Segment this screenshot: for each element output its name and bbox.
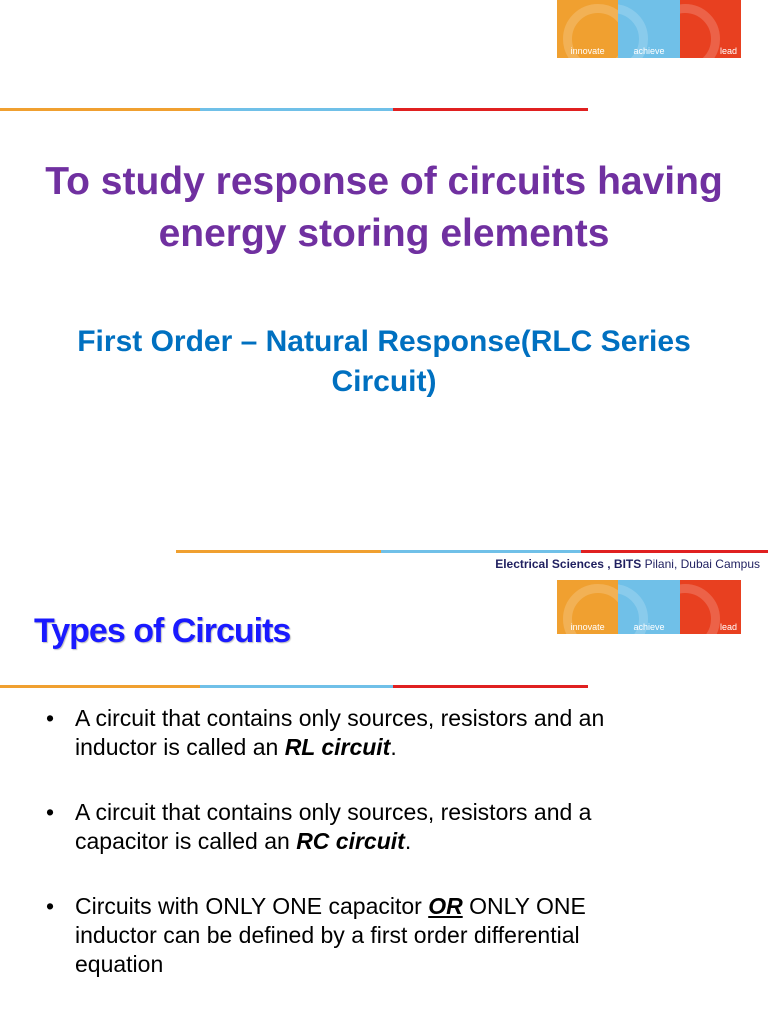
- title-line-1: To study response of circuits having: [45, 160, 723, 203]
- bullet-text: equation: [75, 951, 164, 977]
- bullet-emphasis: RC circuit: [296, 828, 405, 854]
- list-item: • A circuit that contains only sources, …: [40, 798, 740, 856]
- slide-types-of-circuits: innovate achieve lead Types of Circuits …: [0, 580, 768, 1024]
- subtitle-line-2: Circuit): [331, 365, 437, 398]
- list-item: • Circuits with ONLY ONE capacitor OR ON…: [40, 892, 740, 979]
- bullet-emphasis: OR: [428, 893, 463, 919]
- subtitle-line-1: First Order – Natural Response(RLC Serie…: [77, 325, 691, 358]
- tricolor-footer-divider: [176, 550, 768, 553]
- gear-icon: [679, 584, 720, 634]
- logo-block-innovate: innovate: [557, 580, 619, 634]
- bullet-list: • A circuit that contains only sources, …: [40, 704, 740, 1015]
- slide-footer: Electrical Sciences , BITS Pilani, Dubai…: [495, 557, 760, 571]
- slide-title-text: To study response of circuits having ene…: [0, 156, 768, 260]
- logo-word-lead: lead: [719, 46, 737, 56]
- logo-word-achieve: achieve: [633, 46, 665, 56]
- bullet-text: A circuit that contains only sources, re…: [75, 705, 605, 731]
- bullet-text: capacitor is called an: [75, 828, 297, 854]
- title-line-2: energy storing elements: [158, 212, 610, 255]
- logo-word-innovate: innovate: [570, 622, 605, 632]
- logo-block-achieve: achieve: [618, 0, 680, 58]
- logo-word-lead: lead: [719, 622, 737, 632]
- slide-title: innovate achieve lead To study response …: [0, 0, 768, 571]
- bullet-text: ONLY ONE: [462, 893, 586, 919]
- slide-subtitle: First Order – Natural Response(RLC Serie…: [20, 322, 748, 402]
- logo-block-lead: lead: [679, 0, 741, 58]
- bullet-emphasis: RL circuit: [284, 734, 391, 760]
- brand-logo: innovate achieve lead: [557, 0, 741, 58]
- logo-word-achieve: achieve: [633, 622, 665, 632]
- slide-heading: Types of Circuits: [34, 612, 291, 650]
- tricolor-divider: [0, 685, 588, 688]
- tricolor-divider: [0, 108, 588, 111]
- bullet-icon: •: [46, 799, 55, 825]
- gear-icon: [679, 4, 720, 58]
- logo-block-innovate: innovate: [557, 0, 619, 58]
- bullet-icon: •: [46, 893, 55, 919]
- logo-block-lead: lead: [679, 580, 741, 634]
- bullet-text: inductor is called an: [75, 734, 285, 760]
- gear-icon: [563, 4, 619, 58]
- bullet-text: .: [404, 828, 412, 854]
- brand-logo: innovate achieve lead: [557, 580, 741, 634]
- bullet-text: A circuit that contains only sources, re…: [75, 799, 592, 825]
- bullet-text: Circuits with ONLY ONE capacitor: [75, 893, 429, 919]
- gear-icon: [563, 584, 619, 634]
- footer-dept: Electrical Sciences , BITS: [495, 557, 642, 571]
- bullet-icon: •: [46, 705, 55, 731]
- logo-block-achieve: achieve: [618, 580, 680, 634]
- footer-campus: Pilani, Dubai Campus: [641, 557, 760, 571]
- bullet-text: inductor can be defined by a first order…: [75, 922, 580, 948]
- list-item: • A circuit that contains only sources, …: [40, 704, 740, 762]
- logo-word-innovate: innovate: [570, 46, 605, 56]
- bullet-text: .: [390, 734, 397, 760]
